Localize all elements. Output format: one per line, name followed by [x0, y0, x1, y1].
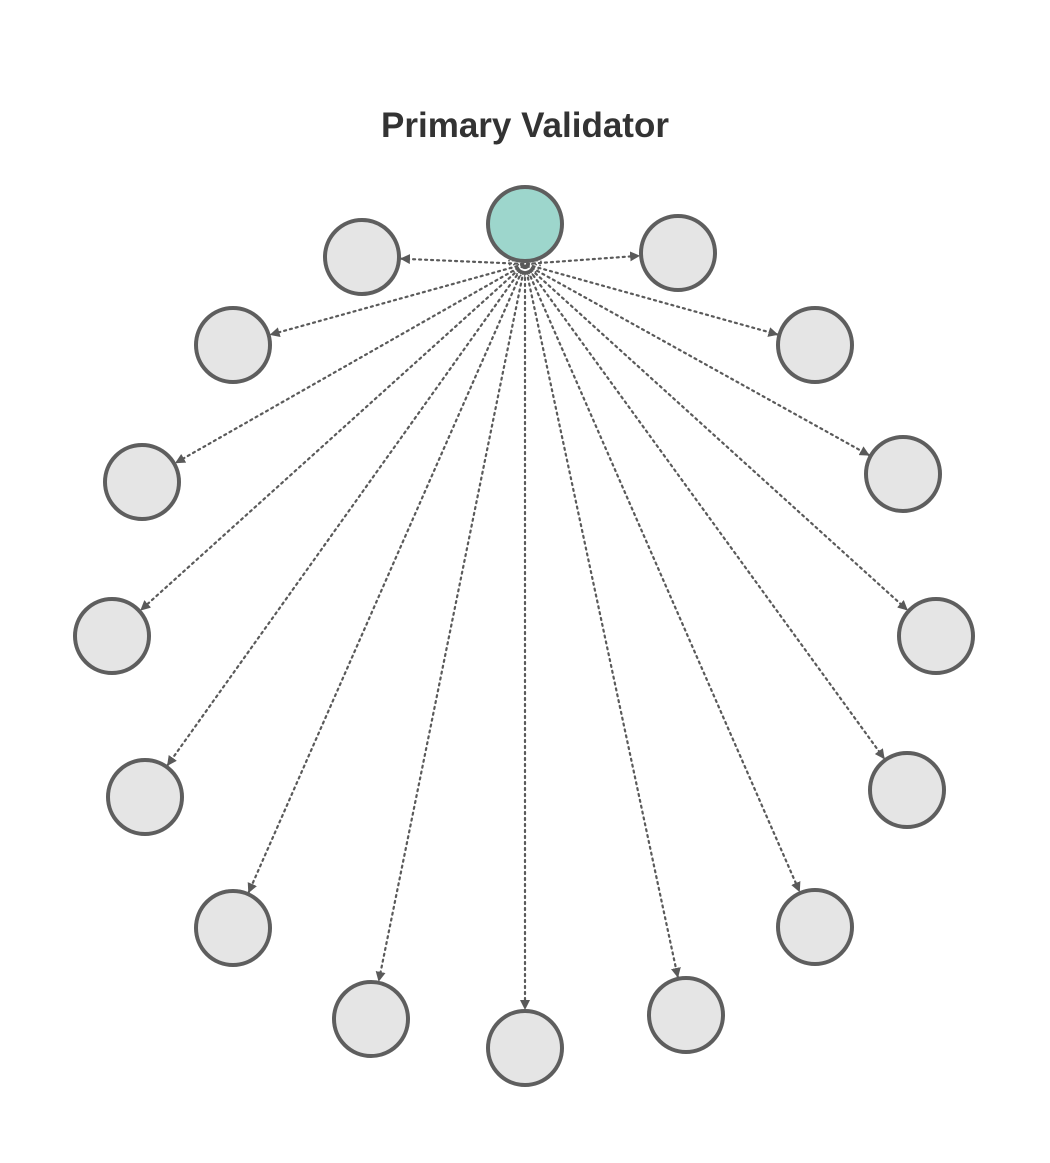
node-validator-13 — [864, 435, 942, 513]
edge-primary-to-validator-3 — [174, 263, 525, 464]
node-validator-3 — [103, 443, 181, 521]
node-validator-11 — [868, 751, 946, 829]
edge-primary-to-validator-10 — [524, 264, 801, 893]
edge-primary-to-validator-5 — [166, 264, 525, 767]
edges-layer — [139, 251, 909, 1011]
node-validator-9 — [647, 976, 725, 1054]
edge-primary-to-validator-13 — [525, 263, 871, 457]
edge-primary-to-validator-14 — [525, 263, 779, 337]
edge-convergence-arc — [512, 259, 538, 273]
edge-primary-to-validator-1 — [399, 254, 525, 265]
node-validator-10 — [776, 888, 854, 966]
node-validator-7 — [332, 980, 410, 1058]
nodes-layer — [73, 185, 975, 1087]
node-validator-2 — [194, 306, 272, 384]
node-validator-6 — [194, 889, 272, 967]
node-validator-14 — [776, 306, 854, 384]
node-validator-1 — [323, 218, 401, 296]
edge-primary-to-validator-6 — [247, 264, 526, 894]
diagram-title: Primary Validator — [381, 106, 669, 145]
edge-primary-to-validator-9 — [524, 264, 681, 979]
edge-convergence-arc — [508, 259, 542, 277]
edge-primary-to-validator-2 — [269, 263, 525, 338]
node-validator-5 — [106, 758, 184, 836]
edge-primary-to-validator-15 — [525, 251, 641, 265]
node-validator-12 — [897, 597, 975, 675]
edge-primary-to-validator-7 — [375, 264, 526, 982]
edge-convergence-arc — [516, 259, 534, 269]
edge-primary-to-validator-11 — [525, 264, 886, 760]
edge-primary-to-validator-4 — [139, 264, 525, 612]
node-validator-15 — [639, 214, 717, 292]
node-validator-4 — [73, 597, 151, 675]
edge-primary-to-validator-12 — [525, 264, 909, 611]
node-primary-validator — [486, 185, 564, 263]
node-validator-8 — [486, 1009, 564, 1087]
